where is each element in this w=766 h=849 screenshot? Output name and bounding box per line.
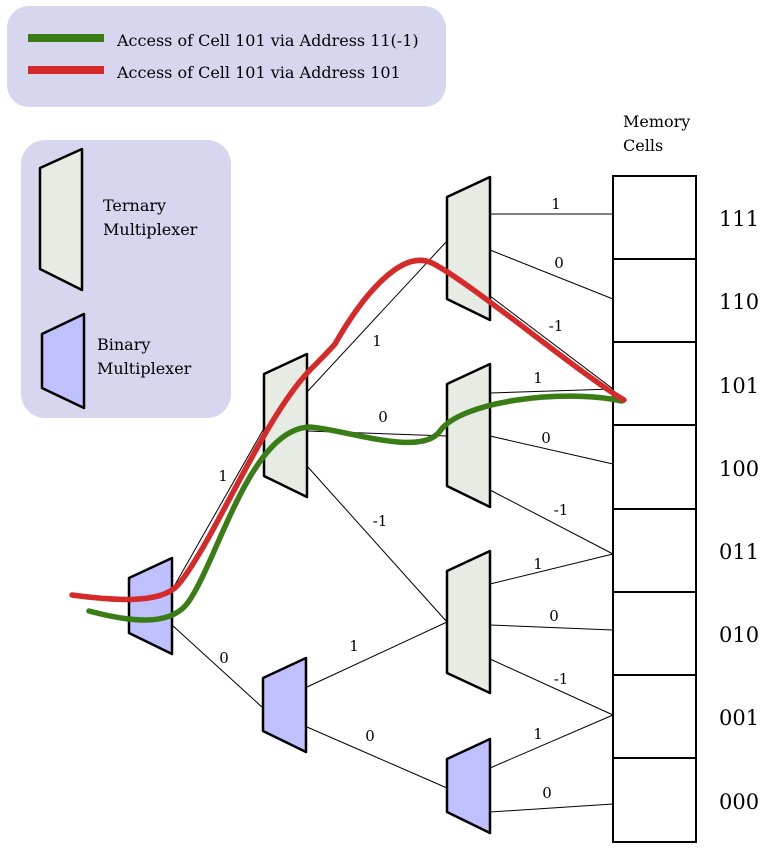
address-110: 110	[719, 290, 759, 314]
key-ternary-line2: Multiplexer	[103, 220, 198, 239]
level2-ternary-mux-c	[445, 549, 492, 695]
key-binary-line1: Binary	[97, 335, 150, 354]
legend-panel	[7, 6, 446, 107]
edge-c-1: 1	[533, 555, 543, 573]
edge-l1t-m1: -1	[373, 512, 388, 530]
level2-binary-mux-d	[445, 737, 492, 835]
green-access-path	[86, 393, 625, 623]
edge-a-m1: -1	[549, 317, 564, 335]
address-111: 111	[719, 207, 759, 231]
edge-a-1: 1	[551, 195, 561, 213]
level2-ternary-mux-a	[445, 175, 492, 322]
legend-red-label: Access of Cell 101 via Address 101	[116, 63, 401, 82]
edge-root-0: 0	[219, 649, 229, 667]
edge-c-m1: -1	[554, 670, 569, 688]
edge-l1t-1: 1	[372, 332, 382, 350]
wires	[171, 213, 614, 813]
level1-binary-mux	[261, 656, 308, 754]
memory-cells	[612, 175, 697, 843]
edge-l1b-0: 0	[365, 727, 375, 745]
edge-d-1: 1	[533, 725, 543, 743]
key-ternary-line1: Ternary	[103, 196, 166, 215]
memory-title-line2: Cells	[623, 136, 663, 155]
edge-b-0: 0	[541, 429, 551, 447]
key-binary-line2: Multiplexer	[97, 359, 192, 378]
address-010: 010	[719, 623, 759, 647]
address-001: 001	[719, 706, 759, 730]
edge-l1t-0: 0	[378, 408, 388, 426]
address-101: 101	[719, 374, 759, 398]
root-binary-mux	[127, 556, 174, 656]
edge-root-1: 1	[218, 467, 228, 485]
address-000: 000	[719, 790, 759, 814]
key-ternary-mux-icon	[38, 147, 84, 292]
memory-title-line1: Memory	[623, 112, 690, 131]
legend-green-label: Access of Cell 101 via Address 11(-1)	[116, 31, 419, 50]
edge-b-m1: -1	[554, 501, 569, 519]
edge-d-0: 0	[542, 784, 552, 802]
edge-c-0: 0	[549, 607, 559, 625]
address-011: 011	[719, 540, 759, 564]
edge-a-0: 0	[554, 254, 564, 272]
edge-l1b-1: 1	[349, 637, 359, 655]
key-binary-mux-icon	[40, 312, 86, 410]
edge-b-1: 1	[533, 369, 543, 387]
address-100: 100	[719, 457, 759, 481]
level2-ternary-mux-b	[445, 362, 492, 509]
red-access-path	[69, 257, 627, 603]
